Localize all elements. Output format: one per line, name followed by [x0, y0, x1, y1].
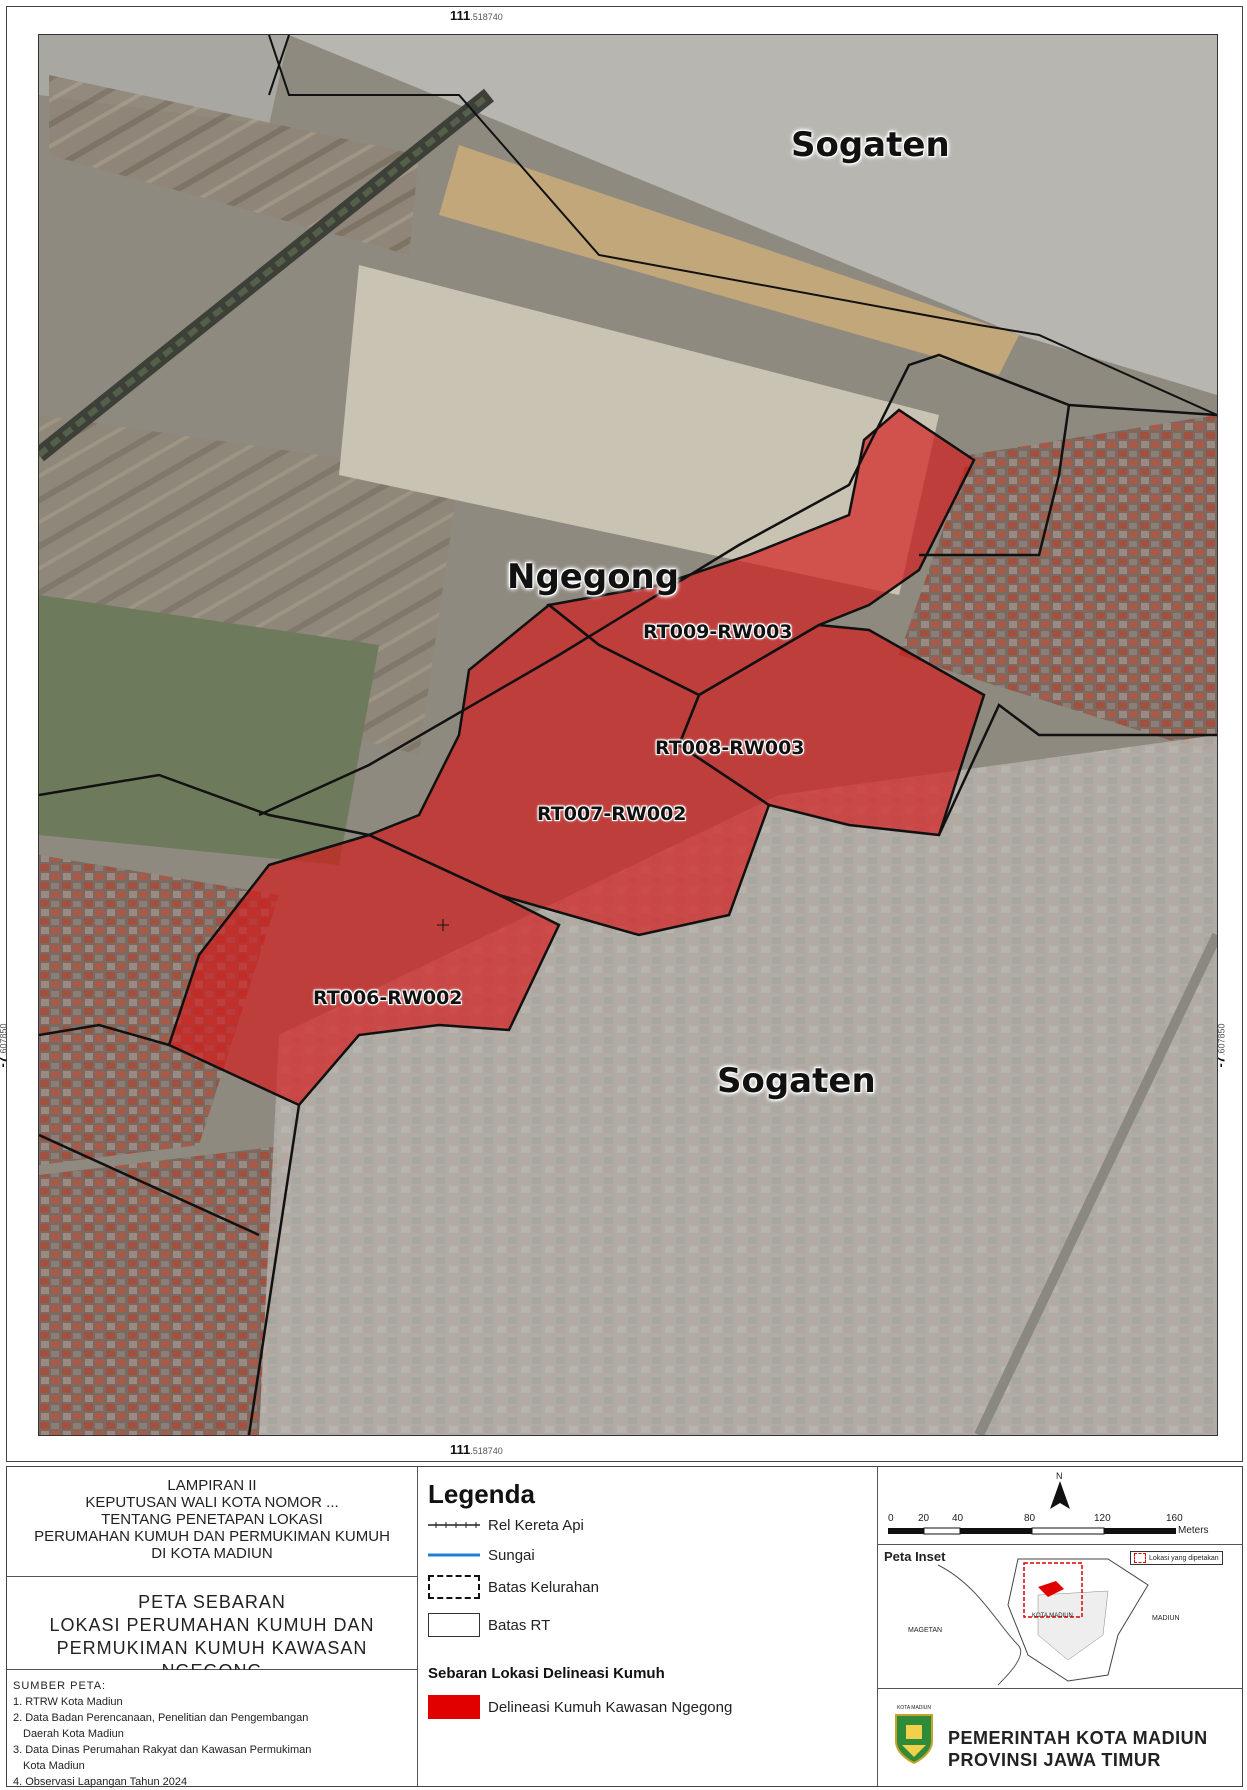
scale-box: N 0 20 40 80 120 160 Meters: [878, 1467, 1242, 1545]
decree-line5: DI KOTA MADIUN: [151, 1545, 273, 1562]
rt-label-rt009: RT009-RW003: [643, 621, 793, 643]
boundary-east: [919, 404, 1071, 557]
decree-line3: TENTANG PENETAPAN LOKASI: [101, 1511, 323, 1528]
boundary-nw: [39, 773, 370, 837]
slum-area-icon: [428, 1695, 480, 1719]
rt-boundaries: [39, 353, 1217, 1435]
map-info-panel: LAMPIRAN II KEPUTUSAN WALI KOTA NOMOR ..…: [6, 1466, 1243, 1788]
rt-label-rt008: RT008-RW003: [655, 737, 805, 759]
boundary-north-rt: [258, 353, 1217, 817]
decree-line4: PERUMAHAN KUMUH DAN PERMUKIMAN KUMUH: [34, 1528, 390, 1545]
rice-fields: [49, 75, 419, 255]
slum-delineation: [167, 408, 986, 1107]
legend-slum: Delineasi Kumuh Kawasan Ngegong: [428, 1693, 732, 1721]
tree-line: [39, 92, 491, 458]
legend-rt-label: Batas RT: [488, 1616, 551, 1634]
kelurahan-boundary-nw: [268, 35, 290, 96]
legend-rail: Rel Kereta Api: [428, 1511, 584, 1539]
sources-box: SUMBER PETA: 1. RTRW Kota Madiun 2. Data…: [7, 1670, 418, 1788]
rt-label-rt007: RT007-RW002: [537, 803, 687, 825]
rt-boundary-icon: [428, 1613, 480, 1637]
north-haze: [39, 35, 1217, 395]
place-sogaten-north: Sogaten: [791, 125, 950, 165]
source-item: Kota Madiun: [23, 1760, 85, 1772]
legend-slum-label: Delineasi Kumuh Kawasan Ngegong: [488, 1698, 733, 1716]
south-haze: [259, 735, 1217, 1435]
boundary-sw: [39, 1133, 260, 1237]
scale-ticks: 0 20 40 80 120 160: [888, 1513, 1183, 1524]
legend-kelurahan-label: Batas Kelurahan: [488, 1578, 599, 1596]
source-item: 2. Data Badan Perencanaan, Penelitian da…: [13, 1712, 309, 1724]
sw-neighborhood: [39, 1145, 289, 1435]
coord-top: 111.518740: [450, 8, 503, 23]
madiun-crest-icon: [895, 1714, 933, 1765]
source-item: 1. RTRW Kota Madiun: [13, 1696, 123, 1708]
rt-label-rt006: RT006-RW002: [313, 987, 463, 1009]
slum-rt007: [365, 603, 771, 937]
map-title-line1: PETA SEBARAN: [138, 1592, 286, 1612]
gov-line1: PEMERINTAH KOTA MADIUN: [948, 1728, 1208, 1748]
inset-title: Peta Inset: [884, 1549, 946, 1564]
inset-map: [937, 1558, 1149, 1686]
gov-box: KOTA MADIUN PEMERINTAH KOTA MADIUN PROVI…: [878, 1689, 1242, 1786]
slum-rt006: [167, 833, 561, 1107]
boundary-south: [247, 1104, 301, 1435]
logo-caption: KOTA MADIUN: [896, 1705, 932, 1711]
satellite-map[interactable]: Sogaten Ngegong Sogaten RT009-RW003 RT00…: [38, 34, 1218, 1436]
legend-rail-label: Rel Kereta Api: [488, 1516, 584, 1534]
inset-madiun: MADIUN: [1152, 1615, 1180, 1622]
rail-icon: [428, 1513, 480, 1537]
east-neighborhood: [899, 415, 1217, 755]
map-canvas: [39, 35, 1217, 1435]
source-item: 4. Observasi Lapangan Tahun 2024: [13, 1776, 188, 1788]
legend-box: Legenda Rel Kereta Api Sungai Batas Kelu…: [418, 1467, 878, 1786]
south-urban: [259, 735, 1217, 1435]
map-title-box: PETA SEBARAN LOKASI PERUMAHAN KUMUH DAN …: [7, 1577, 418, 1681]
place-ngegong: Ngegong: [507, 557, 680, 597]
vegetation-west: [39, 595, 379, 865]
mapped-area-icon: [1134, 1553, 1146, 1563]
scale-bar: [888, 1527, 1176, 1535]
source-item: 3. Data Dinas Perumahan Rakyat dan Kawas…: [13, 1744, 312, 1756]
legend-river-label: Sungai: [488, 1546, 535, 1564]
decree-box: LAMPIRAN II KEPUTUSAN WALI KOTA NOMOR ..…: [7, 1467, 418, 1577]
legend-river: Sungai: [428, 1541, 535, 1569]
inset-legend-label: Lokasi yang dipetakan: [1149, 1554, 1219, 1562]
inset-legend: Lokasi yang dipetakan: [1130, 1551, 1223, 1565]
boundary-se: [937, 703, 1217, 836]
south-road: [974, 932, 1217, 1435]
river-icon: [428, 1543, 480, 1567]
housing-development: [339, 265, 939, 595]
legend-rt: Batas RT: [428, 1611, 550, 1639]
inset-kota: KOTA MADIUN: [1032, 1613, 1073, 1619]
inset-box: Peta Inset Lokasi yang dipetakan MAGETAN…: [878, 1545, 1242, 1689]
gov-line2: PROVINSI JAWA TIMUR: [948, 1750, 1161, 1770]
source-item: Daerah Kota Madiun: [23, 1728, 124, 1740]
decree-line1: LAMPIRAN II: [167, 1477, 257, 1494]
decree-line2: KEPUTUSAN WALI KOTA NOMOR ...: [85, 1494, 339, 1511]
dry-field: [439, 145, 1019, 375]
north-arrow-icon: [1050, 1481, 1070, 1509]
legend-title: Legenda: [428, 1479, 535, 1509]
coord-bottom: 111.518740: [450, 1442, 503, 1457]
sources-heading: SUMBER PETA:: [13, 1680, 107, 1692]
north-label: N: [1056, 1471, 1063, 1481]
map-title-line2: LOKASI PERUMAHAN KUMUH DAN: [49, 1615, 375, 1635]
place-sogaten-south: Sogaten: [717, 1061, 876, 1101]
kelurahan-boundary: [268, 35, 1217, 416]
kelurahan-boundary-icon: [428, 1575, 480, 1599]
gov-logo: KOTA MADIUN: [892, 1705, 936, 1770]
boundary-w: [39, 1023, 170, 1047]
scale-unit: Meters: [1178, 1525, 1209, 1536]
legend-subtitle: Sebaran Lokasi Delineasi Kumuh: [428, 1665, 665, 1682]
legend-kelurahan: Batas Kelurahan: [428, 1573, 599, 1601]
inset-magetan: MAGETAN: [908, 1627, 943, 1634]
coord-left: -7.607850: [0, 1023, 10, 1068]
